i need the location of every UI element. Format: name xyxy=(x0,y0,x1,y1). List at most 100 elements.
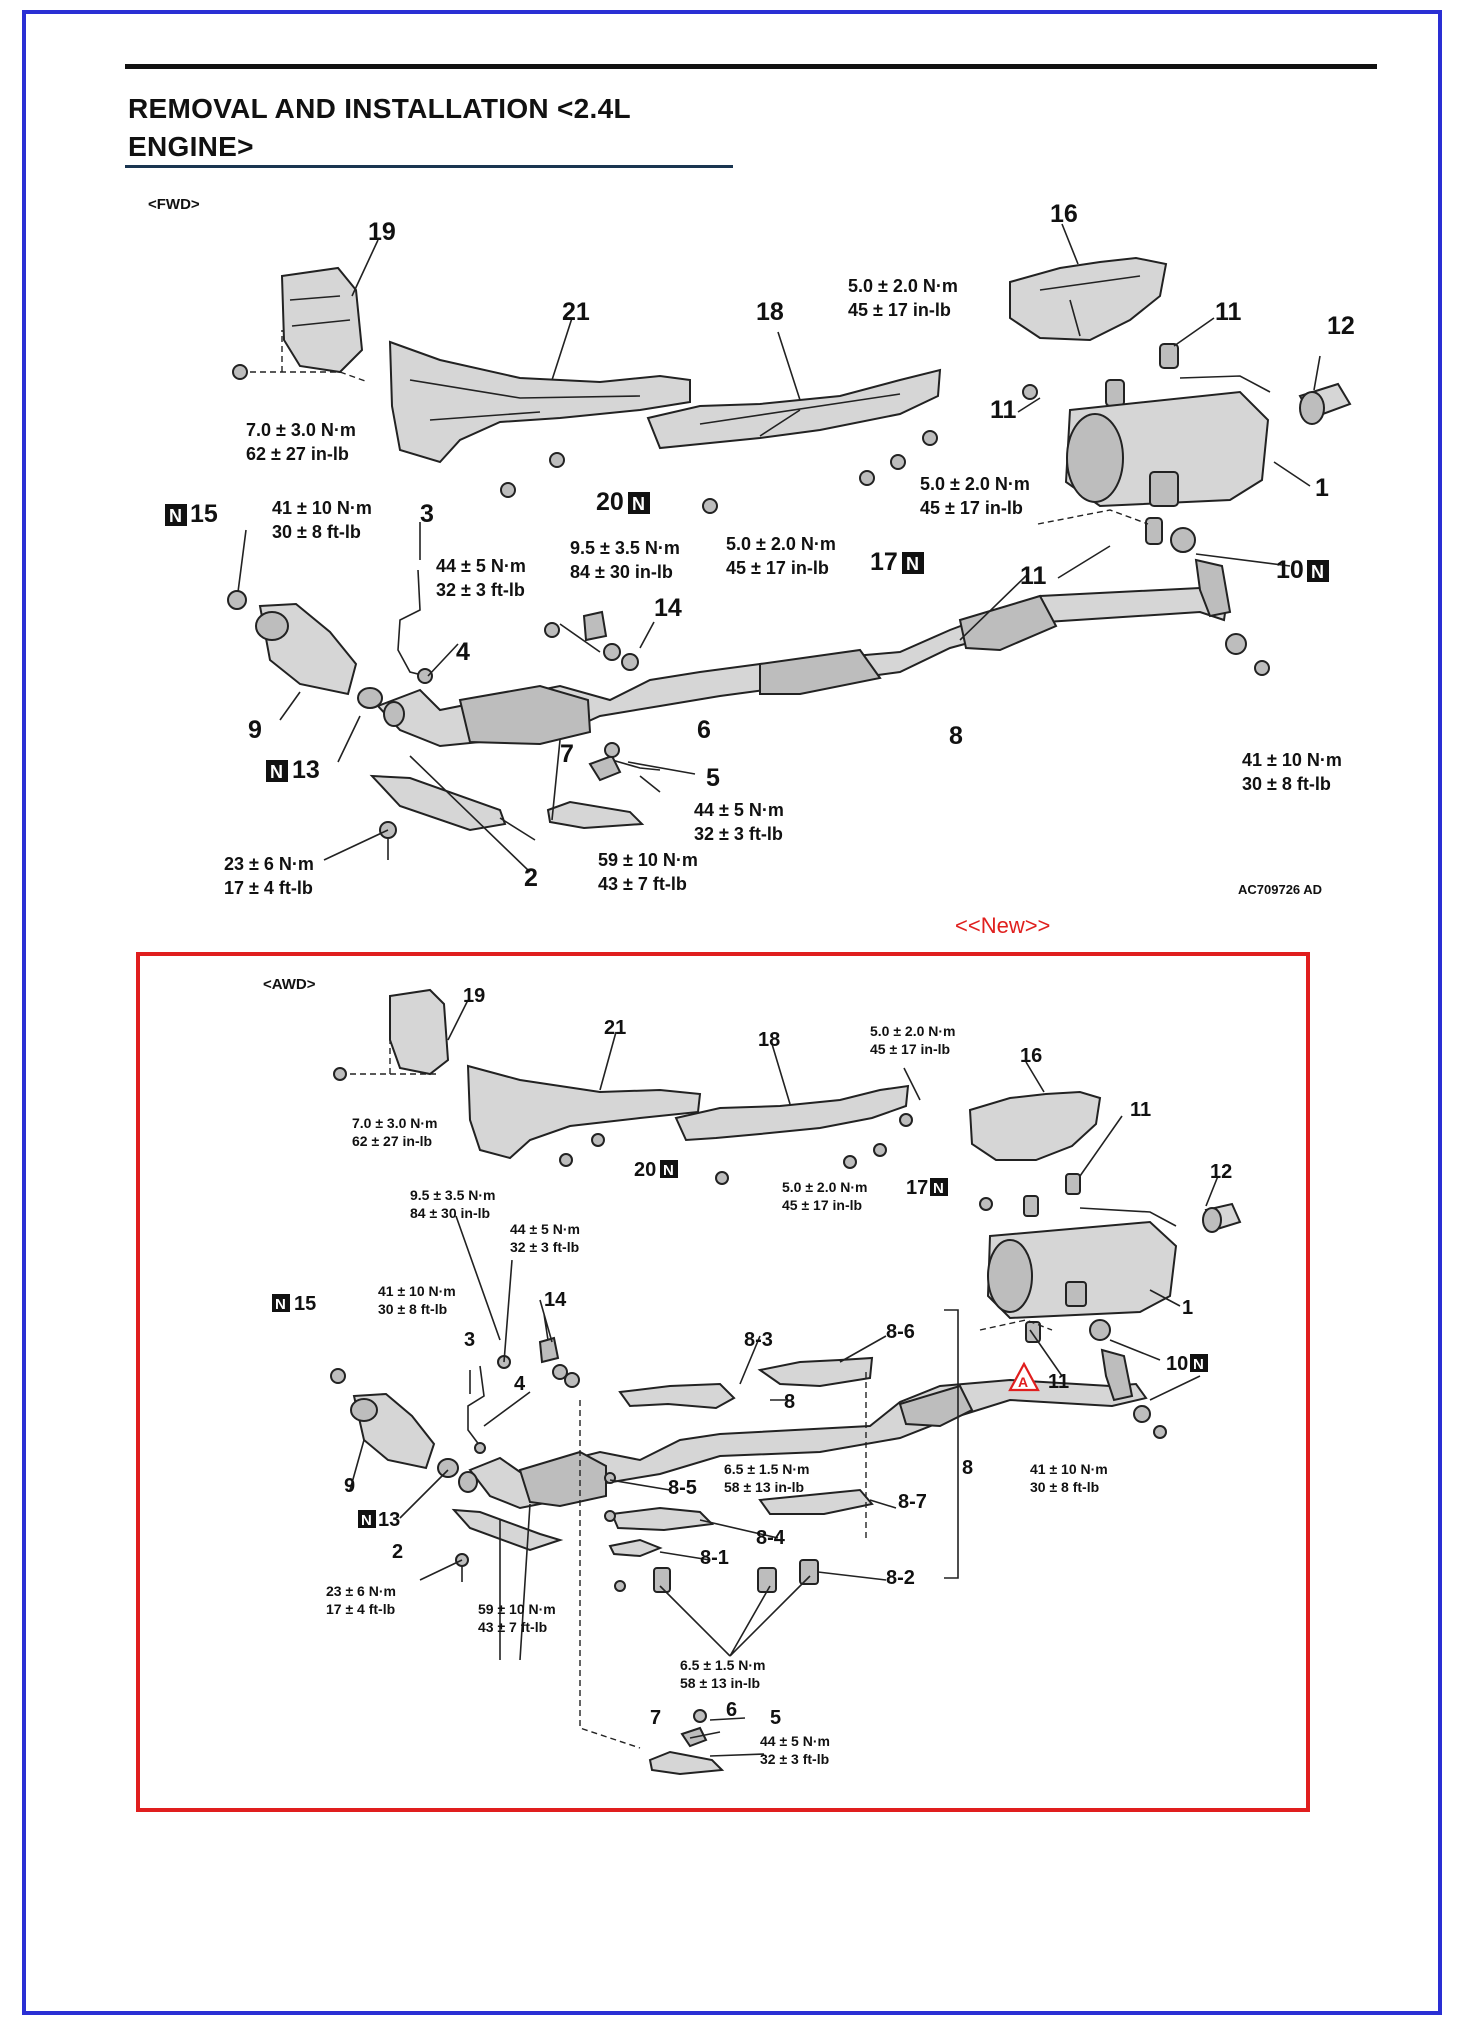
title-line-2: ENGINE> xyxy=(128,131,254,162)
awd-torque-3-nm: 41 ± 10 N·m xyxy=(378,1283,456,1299)
fwd-torque-3-nm: 41 ± 10 N·m xyxy=(272,498,372,518)
awd-part-11b: 11 xyxy=(1048,1371,1069,1393)
fwd-torque-10-nm: 41 ± 10 N·m xyxy=(1242,750,1342,770)
awd-part-21: 21 xyxy=(604,1017,626,1039)
fwd-torque-5-imp: 32 ± 3 ft-lb xyxy=(694,824,783,844)
awd-part-13: 13 xyxy=(378,1509,400,1531)
awd-drawing xyxy=(330,988,1242,1776)
fwd-torque-19-nm: 7.0 ± 3.0 N·m xyxy=(246,420,356,440)
fwd-part-2: 2 xyxy=(524,864,538,892)
fwd-torque-18-nm: 5.0 ± 2.0 N·m xyxy=(920,474,1030,494)
fwd-part-1: 1 xyxy=(1315,474,1329,502)
page-frame xyxy=(22,10,1442,2015)
fwd-torque-14-nm: 9.5 ± 3.5 N·m xyxy=(570,538,680,558)
fwd-part-5: 5 xyxy=(706,764,720,792)
awd-torque-8-7-imp: 58 ± 13 in-lb xyxy=(724,1479,804,1495)
awd-torque-2-nm: 23 ± 6 N·m xyxy=(326,1583,396,1599)
awd-part-8: 8 xyxy=(962,1457,973,1479)
awd-torque-13-imp: 43 ± 7 ft-lb xyxy=(478,1619,547,1635)
fwd-part-17: 17 xyxy=(870,548,898,576)
awd-torque-14-imp: 84 ± 30 in-lb xyxy=(410,1205,490,1221)
awd-part-8-inner: 8 xyxy=(784,1391,795,1413)
awd-part-14: 14 xyxy=(544,1289,567,1311)
awd-torque-4-imp: 32 ± 3 ft-lb xyxy=(510,1239,579,1255)
fwd-part-19: 19 xyxy=(368,218,396,246)
awd-torque-17-nm: 5.0 ± 2.0 N·m xyxy=(782,1179,868,1195)
awd-variant-label: <AWD> xyxy=(263,976,316,993)
fwd-part-4: 4 xyxy=(456,638,470,666)
awd-torque-8-2-nm: 6.5 ± 1.5 N·m xyxy=(680,1657,766,1673)
awd-torque-2-imp: 17 ± 4 ft-lb xyxy=(326,1601,395,1617)
fwd-torque-4-imp: 32 ± 3 ft-lb xyxy=(436,580,525,600)
fwd-part-7: 7 xyxy=(560,740,574,768)
awd-warning-mark: A xyxy=(1018,1374,1028,1390)
awd-torque-18-nm: 5.0 ± 2.0 N·m xyxy=(870,1023,956,1039)
awd-part-8-3: 8-3 xyxy=(744,1329,773,1351)
fwd-part-18: 18 xyxy=(756,298,784,326)
awd-part-16: 16 xyxy=(1020,1045,1042,1067)
awd-part-19: 19 xyxy=(463,985,485,1007)
awd-torque-18-imp: 45 ± 17 in-lb xyxy=(870,1041,950,1057)
page-title: REMOVAL AND INSTALLATION <2.4L ENGINE> xyxy=(128,90,631,166)
awd-part-1: 1 xyxy=(1182,1297,1193,1319)
awd-torque-3-imp: 30 ± 8 ft-lb xyxy=(378,1301,447,1317)
awd-part-18: 18 xyxy=(758,1029,780,1051)
awd-torque-10-nm: 41 ± 10 N·m xyxy=(1030,1461,1108,1477)
fwd-torque-14-imp: 84 ± 30 in-lb xyxy=(570,562,673,582)
awd-part-8-7: 8-7 xyxy=(898,1491,927,1513)
awd-torque-5-imp: 32 ± 3 ft-lb xyxy=(760,1751,829,1767)
awd-part-20: 20 xyxy=(634,1159,656,1181)
awd-torque-4-nm: 44 ± 5 N·m xyxy=(510,1221,580,1237)
fwd-figure-code: AC709726 AD xyxy=(1238,882,1323,897)
new-revision-tag: <<New>> xyxy=(955,913,1051,938)
fwd-torque-2-nm: 23 ± 6 N·m xyxy=(224,854,314,874)
awd-part-8-5: 8-5 xyxy=(668,1477,697,1499)
fwd-part-11c: 11 xyxy=(1020,562,1047,590)
awd-part-6: 6 xyxy=(726,1699,737,1721)
fwd-torque-16-imp: 45 ± 17 in-lb xyxy=(848,300,951,320)
awd-part-7: 7 xyxy=(650,1707,661,1729)
fwd-labels: 19 21 18 16 11 12 11 1 11 10 N 20 N 17 N… xyxy=(165,200,1355,898)
fwd-part-10: 10 xyxy=(1276,556,1304,584)
fwd-part-8: 8 xyxy=(949,722,963,750)
fwd-part-9: 9 xyxy=(248,716,262,744)
fwd-torque-10-imp: 30 ± 8 ft-lb xyxy=(1242,774,1331,794)
svg-text:N: N xyxy=(169,506,182,526)
awd-torque-5-nm: 44 ± 5 N·m xyxy=(760,1733,830,1749)
awd-part-17: 17 xyxy=(906,1177,928,1199)
awd-part-10: 10 xyxy=(1166,1353,1188,1375)
awd-torque-10-imp: 30 ± 8 ft-lb xyxy=(1030,1479,1099,1495)
fwd-torque-17-imp: 45 ± 17 in-lb xyxy=(726,558,829,578)
awd-torque-8-7-nm: 6.5 ± 1.5 N·m xyxy=(724,1461,810,1477)
svg-text:N: N xyxy=(270,762,283,782)
fwd-part-16: 16 xyxy=(1050,200,1078,228)
fwd-drawing xyxy=(227,223,1352,873)
fwd-part-13: 13 xyxy=(292,756,320,784)
fwd-part-11b: 11 xyxy=(990,396,1017,424)
fwd-variant-label: <FWD> xyxy=(148,196,200,213)
awd-part-8-2: 8-2 xyxy=(886,1567,915,1589)
awd-part-15: 15 xyxy=(294,1293,316,1315)
svg-text:N: N xyxy=(275,1296,286,1313)
svg-text:N: N xyxy=(1311,562,1324,582)
awd-part-2: 2 xyxy=(392,1541,403,1563)
fwd-torque-2-imp: 17 ± 4 ft-lb xyxy=(224,878,313,898)
svg-text:N: N xyxy=(361,1512,372,1529)
awd-part-5: 5 xyxy=(770,1707,781,1729)
awd-torque-13-nm: 59 ± 10 N·m xyxy=(478,1601,556,1617)
fwd-part-6: 6 xyxy=(697,716,711,744)
fwd-torque-5-nm: 44 ± 5 N·m xyxy=(694,800,784,820)
fwd-part-3: 3 xyxy=(420,500,434,528)
fwd-torque-4-nm: 44 ± 5 N·m xyxy=(436,556,526,576)
fwd-torque-17-nm: 5.0 ± 2.0 N·m xyxy=(726,534,836,554)
awd-part-4: 4 xyxy=(514,1373,526,1395)
awd-part-12: 12 xyxy=(1210,1161,1232,1183)
title-line-1: REMOVAL AND INSTALLATION <2.4L xyxy=(128,93,631,124)
awd-revision-box xyxy=(136,952,1310,1812)
fwd-torque-19-imp: 62 ± 27 in-lb xyxy=(246,444,349,464)
awd-torque-14-nm: 9.5 ± 3.5 N·m xyxy=(410,1187,496,1203)
fwd-part-21: 21 xyxy=(562,298,590,326)
svg-text:N: N xyxy=(632,494,645,514)
awd-part-3: 3 xyxy=(464,1329,475,1351)
fwd-part-15: 15 xyxy=(190,500,218,528)
